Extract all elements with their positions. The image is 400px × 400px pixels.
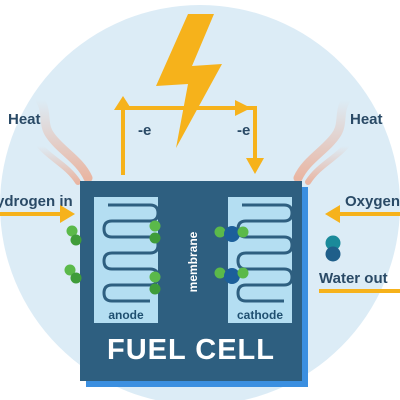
hydrogen-in-arrow-icon xyxy=(60,205,75,223)
water-molecule-icon xyxy=(325,235,341,262)
hydrogen-molecule-icon xyxy=(149,220,161,244)
anode-label: anode xyxy=(108,308,144,322)
electron-arrow-right-icon xyxy=(235,100,251,116)
heat-wave-right xyxy=(293,95,351,185)
oxygen-hydrogen-molecule-icon xyxy=(214,267,249,284)
hydrogen-molecule-icon xyxy=(64,264,82,284)
cathode-label: cathode xyxy=(237,308,283,322)
oxygen-hydrogen-molecule-icon xyxy=(214,226,249,242)
hydrogen-molecule-icon xyxy=(66,225,82,246)
water-out-label: Water out xyxy=(319,270,388,287)
heat-label-right: Heat xyxy=(350,111,383,128)
electron-arrow-down-icon xyxy=(246,158,264,174)
electron-label-right: -e xyxy=(237,122,250,139)
heat-label-left: Heat xyxy=(8,111,41,128)
cathode-electrode xyxy=(228,197,294,323)
fuel-cell-title: FUEL CELL xyxy=(107,334,275,366)
hydrogen-in-label: ydrogen in xyxy=(0,193,73,210)
electron-label-left: -e xyxy=(138,122,151,139)
heat-wave-left xyxy=(35,95,93,185)
lightning-bolt-icon xyxy=(156,14,222,148)
membrane-label: membrane xyxy=(186,231,200,292)
oxygen-in-label: Oxygen xyxy=(345,193,400,210)
oxygen-in-arrow-icon xyxy=(325,205,340,223)
anode-electrode xyxy=(94,197,160,323)
hydrogen-molecule-icon xyxy=(149,271,161,295)
electron-arrow-up-icon xyxy=(114,96,132,110)
